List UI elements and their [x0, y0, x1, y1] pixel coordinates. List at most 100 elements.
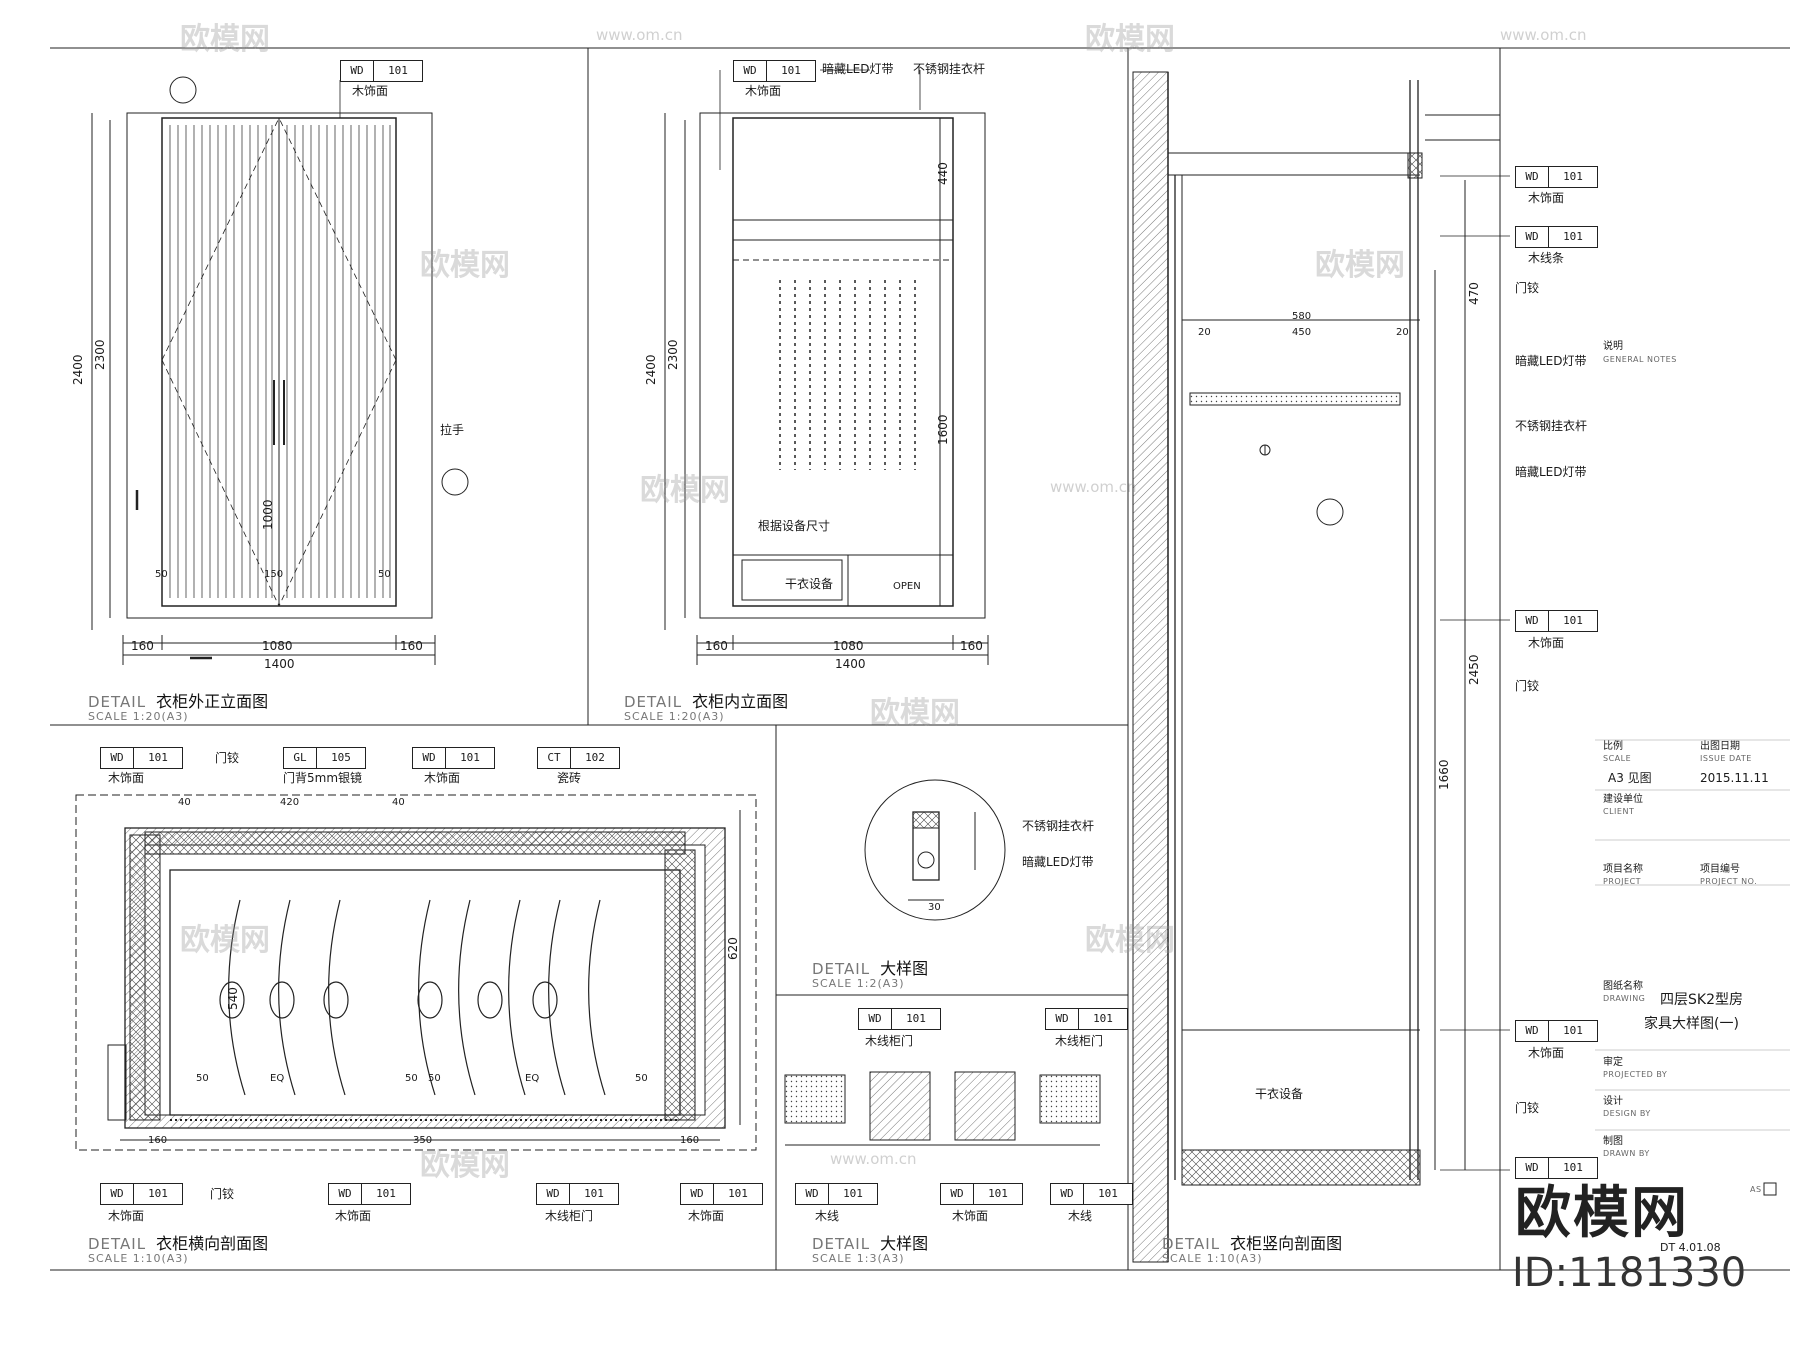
label-wood-face: 木饰面: [1528, 191, 1565, 205]
label-hinge: 门铰: [1515, 281, 1540, 295]
dim-160: 160: [131, 639, 154, 653]
tag-code: WD: [1516, 1021, 1549, 1041]
tag-num: 101: [148, 1187, 168, 1200]
drawing-label: 图纸名称: [1603, 981, 1643, 992]
detail-label: DETAIL: [812, 1235, 871, 1253]
notes-label-en: GENERAL NOTES: [1603, 355, 1677, 364]
label-wood-door: 木线柜门: [545, 1209, 594, 1223]
panel-name: 大样图: [880, 959, 929, 978]
drawing-title-2: 家具大样图(一): [1644, 1016, 1739, 1032]
tag-wd101: WD 101: [1045, 1008, 1128, 1030]
dim-eq: EQ: [270, 1073, 285, 1084]
panel-name: 大样图: [880, 1234, 929, 1253]
label-hinge: 门铰: [1515, 679, 1540, 693]
label-open: OPEN: [893, 581, 921, 592]
panel-name: 衣柜外正立面图: [156, 692, 269, 711]
tag-num: 101: [906, 1012, 926, 1025]
dim-20: 20: [1198, 327, 1211, 338]
dim-420: 420: [280, 797, 300, 808]
label-hinge: 门铰: [210, 1187, 235, 1201]
sheet-number: DT 4.01.08: [1660, 1241, 1721, 1254]
dim-1400: 1400: [835, 657, 866, 671]
label-ss-rod: 不锈钢挂衣杆: [1515, 419, 1588, 433]
dim-160: 160: [705, 639, 728, 653]
dim-50: 50: [635, 1073, 648, 1084]
checked-label-en: PROJECTED BY: [1603, 1070, 1668, 1079]
tag-code: WD: [341, 61, 374, 81]
label-ss-rod: 不锈钢挂衣杆: [913, 62, 986, 76]
dim-450: 450: [1292, 327, 1312, 338]
design-label: 设计: [1603, 1096, 1623, 1107]
tag-code: WD: [859, 1009, 892, 1029]
label-dryer: 干衣设备: [785, 577, 834, 591]
label-wood-face: 木饰面: [108, 771, 145, 785]
dim-50: 50: [155, 569, 168, 580]
dim-1400: 1400: [264, 657, 295, 671]
projno-label: 项目编号: [1700, 864, 1740, 875]
project-label: 项目名称: [1603, 864, 1643, 875]
dim-2300: 2300: [666, 339, 680, 370]
tag-code: WD: [1516, 611, 1549, 631]
dim-1080: 1080: [262, 639, 293, 653]
panel-inner-elevation: [664, 112, 989, 665]
dim-620: 620: [726, 937, 740, 960]
tag-num: 101: [1563, 1161, 1583, 1174]
dim-1000: 1000: [261, 499, 275, 530]
panel-scale: SCALE 1:10(A3): [88, 1252, 189, 1265]
detail-label: DETAIL: [1162, 1235, 1221, 1253]
dim-1080: 1080: [833, 639, 864, 653]
tag-code: WD: [329, 1184, 362, 1204]
tag-num: 101: [1093, 1012, 1113, 1025]
label-wood-face: 木饰面: [952, 1209, 989, 1223]
project-label-en: PROJECT: [1603, 877, 1642, 886]
dim-40: 40: [392, 797, 405, 808]
dim-1600: 1600: [936, 414, 950, 445]
dim-350: 350: [413, 1135, 433, 1146]
as-label: AS: [1750, 1185, 1762, 1194]
dim-50: 50: [405, 1073, 418, 1084]
label-wood-line: 木线: [1068, 1209, 1093, 1223]
label-tile: 瓷砖: [557, 771, 582, 785]
dim-1660: 1660: [1437, 759, 1451, 790]
panel-title-detail-a: DETAIL 大样图: [812, 1230, 928, 1254]
label-per-equipment: 根据设备尺寸: [758, 519, 831, 533]
panel-detail-b: [864, 779, 1006, 921]
notes-label: 说明: [1603, 341, 1623, 352]
tag-code: WD: [1046, 1009, 1079, 1029]
dim-160: 160: [400, 639, 423, 653]
dim-470: 470: [1467, 282, 1481, 305]
dim-30: 30: [928, 902, 941, 913]
dim-540: 540: [226, 987, 240, 1010]
panel-scale: SCALE 1:20(A3): [88, 710, 189, 723]
dim-440: 440: [936, 162, 950, 185]
tag-num: 101: [584, 1187, 604, 1200]
label-wood-face: 木饰面: [352, 84, 389, 98]
tag-code: CT: [538, 748, 571, 768]
dim-580: 580: [1292, 311, 1312, 322]
panel-outer-elevation: [91, 76, 469, 665]
dim-50: 50: [196, 1073, 209, 1084]
panel-name: 衣柜内立面图: [692, 692, 789, 711]
panel-name: 衣柜横向剖面图: [156, 1234, 269, 1253]
scale-value: A3 见图: [1608, 771, 1652, 785]
tag-code: GL: [284, 748, 317, 768]
detail-label: DETAIL: [812, 960, 871, 978]
tag-num: 101: [1563, 614, 1583, 627]
label-hidden-led: 暗藏LED灯带: [1022, 855, 1094, 869]
dim-50: 50: [378, 569, 391, 580]
detail-label: DETAIL: [88, 693, 147, 711]
label-wood-face: 木饰面: [108, 1209, 145, 1223]
tag-code: WD: [734, 61, 767, 81]
dim-eq: EQ: [525, 1073, 540, 1084]
tag-code: WD: [1516, 227, 1549, 247]
